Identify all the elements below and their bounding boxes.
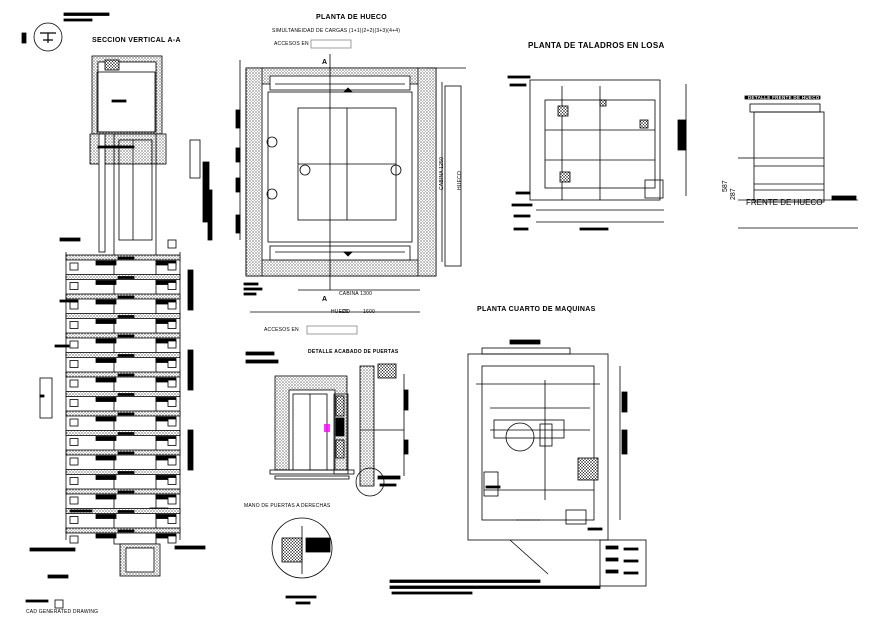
- floor-slab-part: [117, 432, 135, 435]
- floor-slab-part: [95, 475, 117, 480]
- floor-slab-part: [95, 299, 117, 305]
- floor-slab-part: [69, 399, 79, 407]
- floor-slab-part: [95, 377, 117, 383]
- floor-slab-part: [117, 412, 135, 416]
- floor-slab-part: [167, 360, 177, 368]
- shaft-plan-title: PLANTA DE HUECO: [316, 14, 387, 21]
- floor-slab-part: [117, 471, 135, 474]
- floor-slab-part: [95, 436, 117, 441]
- floor-slab-part: [95, 533, 117, 539]
- shaft-width-label: HUECO: [331, 309, 351, 315]
- slab-plan-title: PLANTA DE TALADROS EN LOSA: [528, 41, 665, 50]
- floor-slab-part: [95, 358, 117, 363]
- cabin-depth-label: CABINA 1250: [439, 156, 445, 190]
- floor-slab-part: [69, 321, 79, 329]
- floor-slab-part: [117, 354, 135, 357]
- floor-slab-part: [69, 438, 79, 446]
- floor-slab-part: [167, 321, 177, 329]
- section-marker-top: A: [322, 59, 328, 66]
- section-marker-bottom: A: [322, 296, 328, 303]
- floor-slab-part: [117, 334, 135, 338]
- floor-slab-part: [117, 451, 135, 455]
- dim-587: 587: [722, 180, 729, 192]
- floor-slab-part: [69, 360, 79, 368]
- section-title: SECCION VERTICAL A-A: [92, 37, 181, 44]
- floor-slab-part: [117, 529, 135, 533]
- floor-slab-part: [69, 262, 79, 271]
- accent-marker: [324, 424, 330, 432]
- access-top-label: ACCESOS EN: [274, 41, 309, 47]
- floor-slab-part: [69, 457, 79, 466]
- floor-slab-part: [95, 416, 117, 422]
- floor-slab-part: [69, 516, 79, 524]
- door-detail-title: DETALLE ACABADO DE PUERTAS: [308, 349, 399, 355]
- floor-slab-part: [117, 276, 135, 279]
- floor-slab-part: [69, 535, 79, 544]
- cabin-width-label: CABINA 1300: [339, 291, 373, 297]
- floor-slab-part: [95, 280, 117, 285]
- floor-slab-part: [167, 516, 177, 524]
- footer-label: CAD GENERATED DRAWING: [26, 609, 99, 615]
- floor-slab-part: [167, 282, 177, 290]
- machine-room-plan: [467, 339, 647, 587]
- floor-slab-part: [95, 494, 117, 500]
- access-bottom-label: ACCESOS EN: [264, 327, 299, 333]
- floor-slab-part: [167, 457, 177, 466]
- floor-slab-part: [167, 399, 177, 407]
- floor-slab-part: [167, 379, 177, 388]
- floor-slab-part: [95, 319, 117, 324]
- floor-slab-part: [167, 340, 177, 349]
- floor-slab-part: [95, 260, 117, 266]
- floor-slab-part: [95, 455, 117, 461]
- floor-slab-part: [117, 373, 135, 377]
- floor-slab-part: [69, 379, 79, 388]
- floor-slab-part: [117, 315, 135, 318]
- floor-slab-part: [95, 338, 117, 344]
- vertical-section: [21, 12, 213, 609]
- door-finish-detail: [245, 351, 409, 605]
- shaft-depth-label: HUECO: [457, 170, 463, 190]
- loads-label: SIMULTANEIDAD DE CARGAS (1+1)(2+2)(3+3)(…: [272, 28, 401, 34]
- front-detail: [738, 95, 858, 229]
- floor-slab-part: [69, 301, 79, 310]
- floor-slab-part: [69, 477, 79, 485]
- floor-slab-part: [69, 496, 79, 505]
- slab-drilling-plan: [507, 75, 687, 231]
- floor-slab-part: [167, 438, 177, 446]
- floor-slab-part: [95, 514, 117, 519]
- floor-slab-part: [167, 418, 177, 427]
- floor-slab-part: [95, 397, 117, 402]
- floor-slab-part: [69, 418, 79, 427]
- floor-slab-part: [117, 295, 135, 299]
- floor-slab-part: [167, 496, 177, 505]
- floor-slab-part: [117, 490, 135, 494]
- floor-slab-part: [117, 256, 135, 260]
- front-detail-title: DETALLE FRENTE DE HUECO: [748, 95, 820, 100]
- shaft-width-value: 1600: [363, 309, 375, 315]
- floor-slab-part: [167, 262, 177, 271]
- floor-slab-part: [167, 301, 177, 310]
- floor-slab-part: [117, 510, 135, 513]
- floor-slab-part: [69, 282, 79, 290]
- floor-slab-part: [167, 535, 177, 544]
- notes-bars: [389, 579, 601, 595]
- floor-slab-part: [117, 393, 135, 396]
- dim-287: 287: [730, 188, 737, 200]
- floor-slab-part: [167, 477, 177, 485]
- floor-slab-part: [69, 340, 79, 349]
- front-label: FRENTE DE HUECO: [746, 198, 823, 207]
- door-hand-label: MANO DE PUERTAS A DERECHAS: [244, 503, 331, 509]
- shaft-plan: [235, 39, 466, 335]
- shaft-width-num: 20: [342, 309, 348, 315]
- machine-room-title: PLANTA CUARTO DE MAQUINAS: [477, 306, 596, 313]
